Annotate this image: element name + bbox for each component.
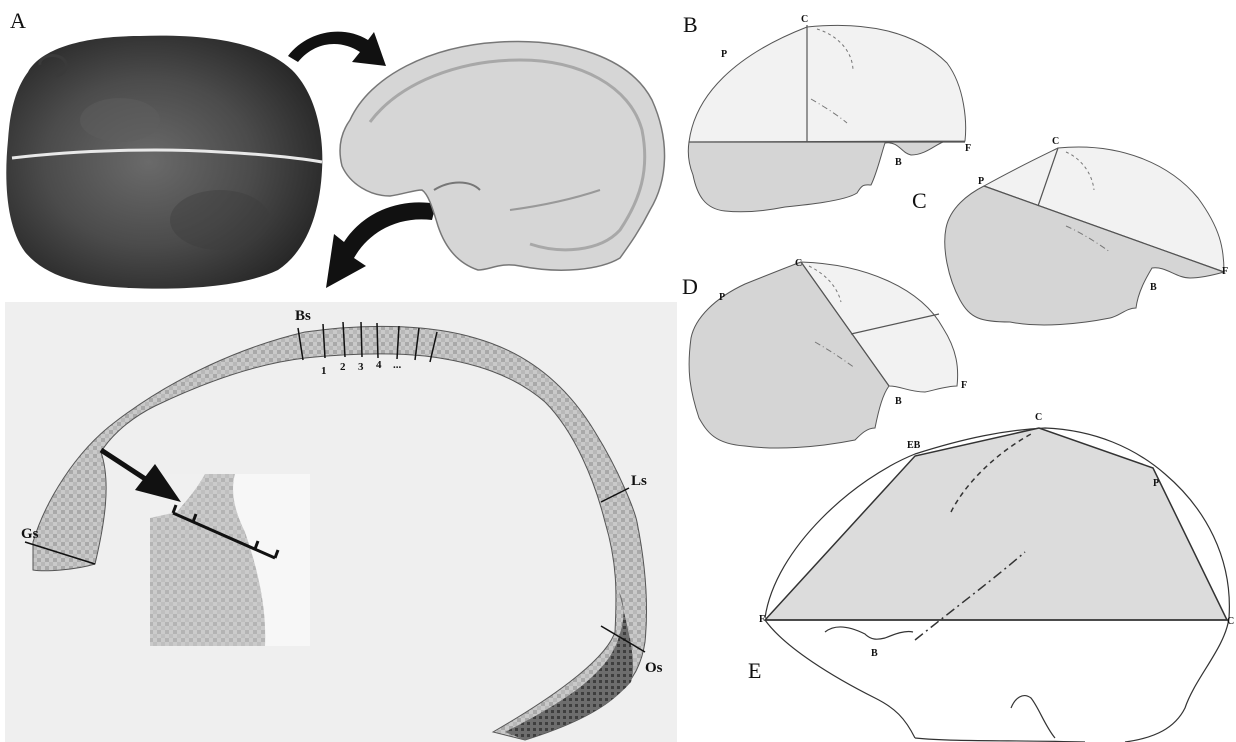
skull-lateral-photo [330, 30, 675, 278]
landmark-b-b: B [895, 157, 902, 168]
landmark-b-e: B [871, 648, 878, 659]
landmark-b-c: B [1150, 282, 1157, 293]
section-tick-more: ... [393, 359, 402, 371]
ct-section-panel: Bs Gs Ls Os 1 2 3 4 ... [5, 302, 677, 742]
landmark-c-c: C [1052, 136, 1059, 147]
panel-label-c: C [912, 188, 927, 214]
landmark-p-d: P [719, 292, 725, 303]
outline-panel-e: C EB P F C B [755, 408, 1236, 742]
landmark-c-d: C [795, 258, 802, 269]
section-tick-2: 2 [340, 361, 346, 373]
landmark-p-b: P [721, 49, 727, 60]
landmark-os: Os [645, 660, 663, 676]
skull-top-photo [0, 30, 330, 292]
outline-panel-b: C P B F [685, 15, 975, 220]
landmark-eb-e: EB [907, 440, 921, 451]
landmark-c-b: C [801, 15, 808, 25]
landmark-c-e-top: C [1035, 412, 1042, 423]
landmark-p-e: P [1153, 478, 1159, 489]
landmark-p-c: P [978, 176, 984, 187]
section-tick-1: 1 [321, 365, 327, 377]
landmark-f-e: F [759, 614, 765, 625]
landmark-ls: Ls [631, 473, 647, 489]
section-tick-3: 3 [358, 361, 364, 373]
section-tick-4: 4 [376, 359, 382, 371]
landmark-f-c: F [1222, 266, 1228, 277]
landmark-c-e-right: C [1227, 616, 1234, 627]
landmark-b-d: B [895, 396, 902, 407]
outline-panel-c: C P B F [940, 128, 1236, 333]
landmark-bs: Bs [295, 308, 311, 324]
landmark-f-d: F [961, 380, 967, 391]
landmark-gs: Gs [21, 526, 39, 542]
